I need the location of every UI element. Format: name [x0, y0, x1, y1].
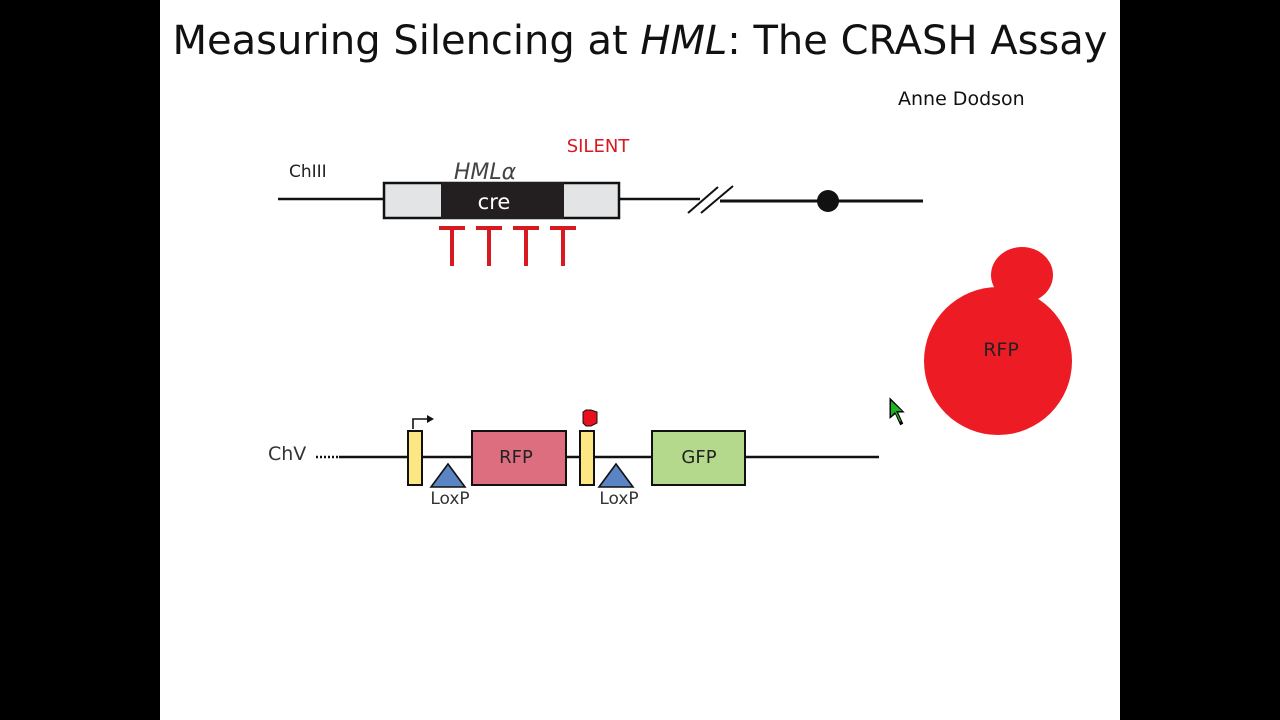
mouse-cursor-icon: [888, 394, 908, 427]
transcription-arrow-icon: [412, 415, 434, 429]
stop-sign-icon: [582, 409, 598, 427]
silencing-marker: [476, 226, 502, 266]
cre-gene-label: cre: [478, 190, 511, 214]
loxp-site-2: [597, 462, 635, 488]
author-name: Anne Dodson: [898, 88, 1025, 110]
title-suffix: : The CRASH Assay: [727, 18, 1108, 64]
chromosome-break-icon: [687, 185, 734, 214]
cre-gene-box: [441, 182, 564, 219]
title-prefix: Measuring Silencing at: [172, 18, 641, 64]
cell-rfp-label: RFP: [983, 339, 1019, 361]
yeast-mother-cell: [924, 287, 1072, 435]
silent-status-label: SILENT: [567, 136, 631, 157]
promoter-2: [579, 430, 595, 486]
chr3-label: ChIII: [289, 162, 327, 182]
rfp-reporter-box: [471, 430, 567, 486]
chr5-label: ChV: [268, 443, 306, 465]
slide: Measuring Silencing at HML: The CRASH As…: [160, 0, 1120, 720]
loxp-label-1: LoxP: [430, 489, 469, 509]
chromosome-iii: ChIII cre HMLα SILENT: [278, 136, 923, 266]
gfp-reporter-box: [651, 430, 746, 486]
silencing-marker: [550, 226, 576, 266]
loxp-label-2: LoxP: [599, 489, 638, 509]
slide-title: Measuring Silencing at HML: The CRASH As…: [160, 18, 1120, 64]
silencing-marker: [439, 226, 465, 266]
gfp-reporter-label: GFP: [681, 447, 716, 468]
yeast-cell: RFP: [924, 247, 1072, 435]
rfp-reporter-label: RFP: [499, 447, 533, 468]
crash-assay-diagram: ChIII cre HMLα SILENT ChV: [268, 136, 1072, 509]
centromere-icon: [817, 190, 839, 212]
chromosome-v: ChV LoxP RFP LoxP GFP: [268, 409, 879, 509]
hml-alpha-label: HMLα: [454, 160, 517, 185]
promoter-1: [407, 430, 423, 486]
hml-locus: cre: [382, 181, 621, 220]
title-italic: HML: [640, 18, 728, 64]
loxp-site-1: [429, 462, 467, 488]
silencing-marker: [513, 226, 539, 266]
silencing-markers: [439, 226, 576, 266]
